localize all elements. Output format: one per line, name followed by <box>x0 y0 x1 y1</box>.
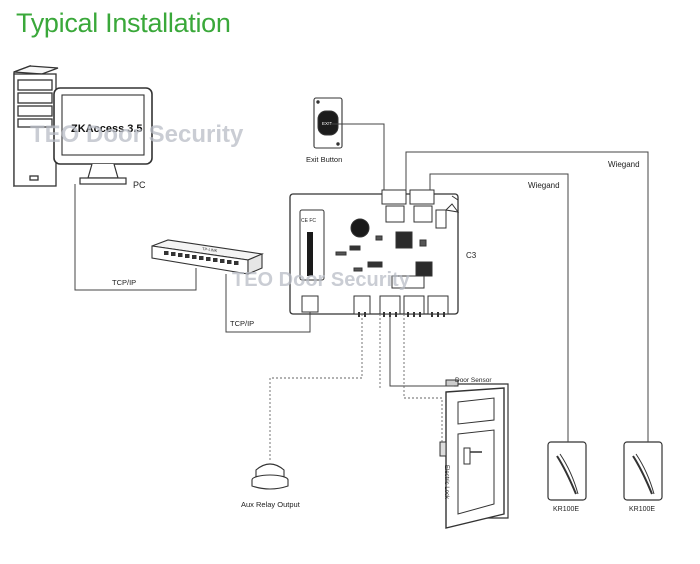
watermark-2: TEO Door Security <box>232 269 411 291</box>
cable-aux-relay <box>269 314 363 462</box>
watermark-1: TEO Door Security <box>30 121 244 148</box>
cable-wiegand-1 <box>429 173 569 442</box>
panel-fc-mark: CE FC <box>301 218 316 224</box>
pc-monitor <box>53 87 153 185</box>
link-label-wiegand-1: Wiegand <box>528 181 560 190</box>
aux-relay-device <box>251 463 289 490</box>
switch-brand: TP-LINK <box>202 246 218 253</box>
cable-pc-switch <box>74 184 197 291</box>
electric-lock-label: Electric Lock <box>443 465 449 500</box>
cable-door-sensor <box>389 314 454 387</box>
exit-button <box>313 97 343 149</box>
panel-label: C3 <box>466 251 477 260</box>
network-switch <box>151 239 264 275</box>
cable-electric-lock <box>403 314 443 444</box>
pc-tower <box>13 65 59 188</box>
card-reader-2 <box>623 441 663 501</box>
pc-label: PC <box>133 180 146 190</box>
access-control-panel <box>289 189 460 317</box>
link-label-pc-switch: TCP/IP <box>112 278 136 287</box>
door-sensor-label: Door Sensor <box>455 377 492 384</box>
link-label-switch-panel: TCP/IP <box>230 319 254 328</box>
solid-cables <box>74 123 649 442</box>
reader-2-label: KR100E <box>629 506 655 513</box>
link-label-wiegand-2: Wiegand <box>608 160 640 169</box>
exit-button-label: Exit Button <box>306 155 342 164</box>
card-reader-1 <box>547 441 587 501</box>
exit-button-face-text: EXIT <box>322 121 332 126</box>
cable-wiegand-2 <box>405 151 649 442</box>
cable-switch-panel <box>225 274 311 333</box>
pc-screen-text: ZKAccess 3.5 <box>71 123 143 135</box>
dashed-cables <box>269 314 443 462</box>
aux-relay-label: Aux Relay Output <box>241 500 301 509</box>
reader-1-label: KR100E <box>553 506 579 513</box>
cable-exit-button <box>328 123 385 190</box>
door <box>439 379 509 529</box>
page-title: Typical Installation <box>16 8 231 38</box>
